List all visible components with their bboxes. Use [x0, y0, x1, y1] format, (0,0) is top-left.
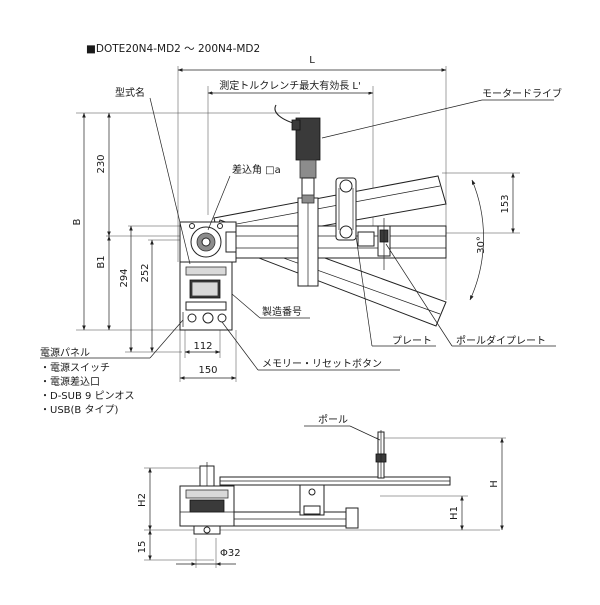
power-panel-item-inlet: ・電源差込口 [40, 375, 100, 388]
dimension-L-label: L [309, 55, 315, 66]
power-panel-heading: 電源パネル [40, 346, 90, 359]
dimension-L: L [177, 55, 447, 72]
label-plate: プレート [355, 235, 436, 347]
dimension-150: 150 [179, 365, 237, 380]
pole-die-plate [377, 218, 391, 270]
label-pole: ポール [304, 414, 381, 441]
side-main-body [179, 462, 235, 535]
dimension-30-degree-label: 30° [476, 236, 487, 254]
dimension-230-label: 230 [96, 154, 107, 173]
dimension-15-label: 15 [137, 541, 148, 554]
label-pole-text: ポール [318, 414, 348, 426]
top-view: L 測定トルクレンチ最大有効長 L' B 230 B1 294 [40, 55, 562, 416]
dimension-H2-label: H2 [137, 493, 148, 507]
side-pole [375, 430, 387, 479]
label-memory-reset-text: メモリー・リセットボタン [262, 358, 382, 370]
dimension-30-degree: 30° [469, 179, 487, 301]
side-reaction-block [299, 484, 325, 516]
label-motor-drive-text: モータードライブ [482, 87, 562, 100]
dimension-phi32-label: Φ32 [220, 548, 241, 559]
dimension-150-label: 150 [198, 365, 217, 376]
dimension-294-label: 294 [119, 268, 130, 287]
label-power-panel: 電源パネル ・電源スイッチ ・電源差込口 ・D-SUB 9 ピンオス ・USB(… [40, 319, 184, 416]
side-view: H H1 H2 15 Φ32 ポール [137, 414, 506, 568]
dimension-H-label: H [489, 480, 500, 488]
label-pole-die-plate-text: ポールダイプレート [456, 334, 546, 347]
dimension-L-prime-label: 測定トルクレンチ最大有効長 L' [219, 79, 361, 92]
dimension-H1-label: H1 [449, 506, 460, 520]
label-motor-drive: モータードライブ [321, 87, 562, 139]
dimension-252-label: 252 [140, 263, 151, 282]
dimension-B-label: B [72, 218, 83, 225]
dimension-112: 112 [184, 330, 221, 358]
label-serial-number-text: 製造番号 [262, 305, 302, 318]
dimension-B: B [72, 112, 86, 331]
label-plate-text: プレート [392, 335, 432, 347]
label-memory-reset: メモリー・リセットボタン [221, 321, 400, 371]
label-square-drive: 差込角 □a [207, 163, 281, 231]
power-panel-item-switch: ・電源スイッチ [40, 361, 110, 374]
label-serial-number: 製造番号 [231, 293, 310, 319]
label-model-name: 型式名 [115, 86, 191, 265]
power-panel-item-dsub: ・D-SUB 9 ピンオス [40, 390, 135, 402]
motor-drive [274, 104, 321, 287]
dimension-B1-label: B1 [96, 255, 107, 268]
dimension-230: 230 [96, 112, 111, 237]
label-model-name-text: 型式名 [115, 86, 145, 99]
dimension-153-label: 153 [500, 194, 511, 213]
power-panel-body [179, 261, 233, 331]
dimension-phi32: Φ32 [176, 548, 241, 566]
drawing-title: ■DOTE20N4-MD2 ～ 200N4-MD2 [86, 43, 260, 55]
plate-assembly [335, 177, 375, 247]
torque-arm-center [211, 225, 447, 259]
label-pole-die-plate: ポールダイプレート [385, 243, 556, 347]
dimension-153: 153 [500, 172, 515, 234]
dimension-B1: B1 [96, 235, 111, 331]
main-body [179, 221, 237, 263]
dimension-L-prime: 測定トルクレンチ最大有効長 L' [207, 79, 374, 95]
power-panel-item-usb: ・USB(B タイプ) [40, 404, 118, 416]
dimension-15: 15 [137, 529, 152, 561]
dimension-H1: H1 [449, 495, 464, 531]
dimension-112-label: 112 [193, 341, 212, 352]
dimension-H2: H2 [137, 467, 152, 531]
dimension-H: H [489, 437, 504, 531]
label-square-drive-text: 差込角 □a [232, 163, 281, 176]
